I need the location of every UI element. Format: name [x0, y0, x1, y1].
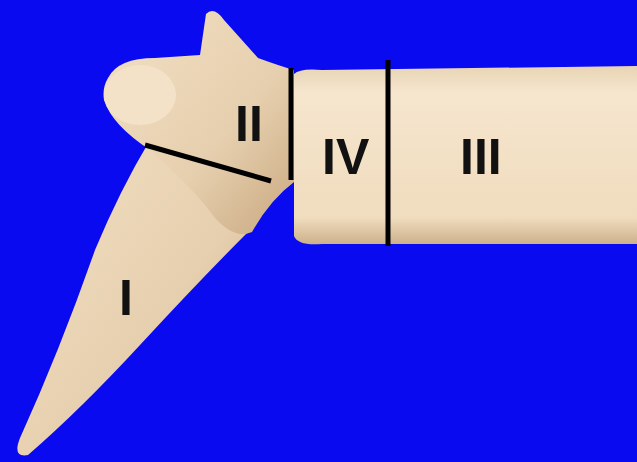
division-line — [145, 145, 271, 181]
vertebral-arch — [104, 11, 295, 234]
vertebral-body — [294, 66, 637, 244]
region-label: III — [460, 132, 502, 182]
region-label: II — [235, 99, 263, 149]
region-label: I — [119, 273, 133, 323]
division-line — [386, 60, 391, 246]
division-line — [289, 68, 294, 180]
transverse-process — [104, 65, 176, 125]
region-label: IV — [322, 132, 369, 182]
